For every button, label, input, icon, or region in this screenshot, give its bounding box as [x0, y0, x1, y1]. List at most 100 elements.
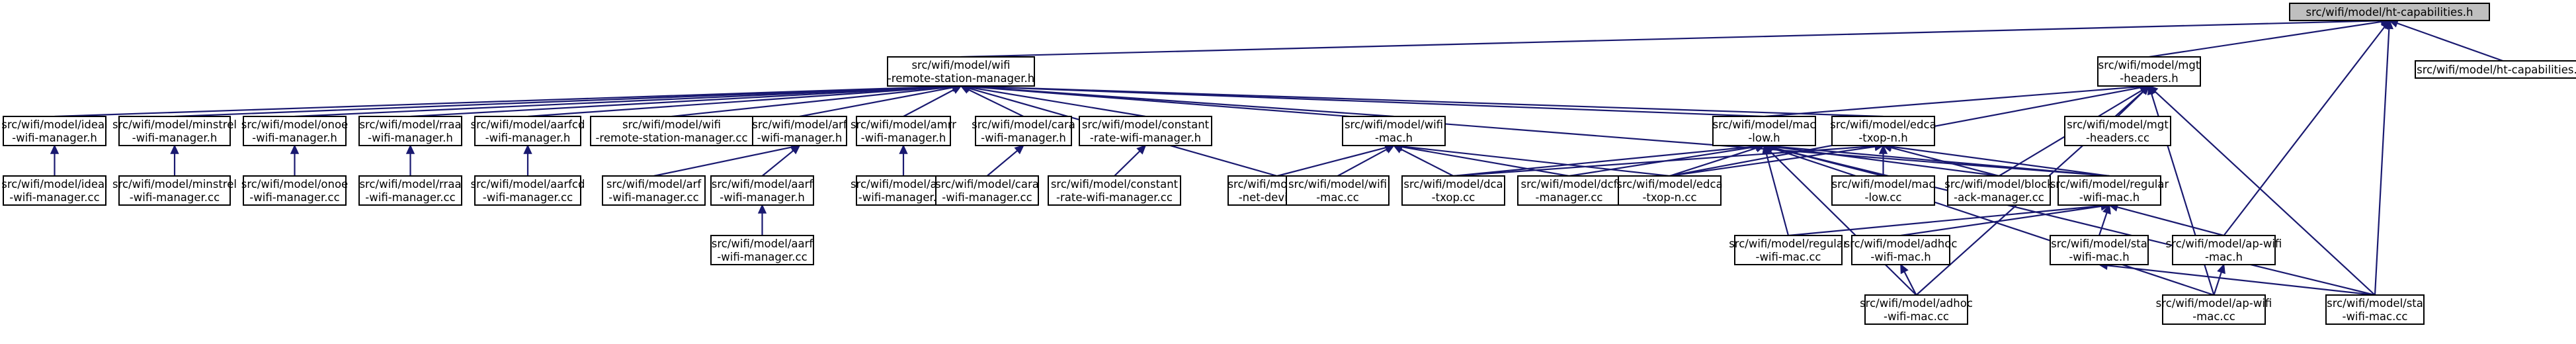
edge-line	[671, 86, 954, 118]
node-box	[2289, 3, 2490, 21]
edge-adhoccc-to-maclow	[1763, 144, 1917, 296]
node-edcah[interactable]: src/wifi/model/edca-txop-n.h	[1830, 116, 1936, 146]
node-rsmcc[interactable]: src/wifi/model/wifi-remote-station-manag…	[590, 116, 753, 146]
edge-minstrelcc-to-minstrel	[170, 144, 179, 176]
edge-aph-to-regular	[2108, 202, 2224, 237]
node-box	[1712, 116, 1816, 146]
node-label-line: src/wifi/model/amrr	[851, 118, 956, 131]
node-adhoch[interactable]: src/wifi/model/adhoc-wifi-mac.h	[1845, 235, 1958, 265]
node-label-line: -wifi-mac.cc	[1884, 310, 1949, 323]
edge-line	[1401, 146, 1569, 177]
arrowhead	[2140, 85, 2150, 95]
node-block[interactable]: src/wifi/model/block-ack-manager.cc	[1944, 175, 2054, 206]
node-label-line: -txop-n.cc	[1642, 191, 1696, 204]
node-maclowcc[interactable]: src/wifi/model/mac-low.cc	[1831, 175, 1935, 206]
node-rsm[interactable]: src/wifi/model/wifi-remote-station-manag…	[887, 56, 1035, 87]
edge-arfcc-to-arf	[653, 143, 801, 177]
node-box	[1401, 175, 1505, 206]
arrowhead	[790, 144, 801, 155]
node-aph[interactable]: src/wifi/model/ap-wifi-mac.h	[2166, 235, 2282, 265]
node-wifimaccc[interactable]: src/wifi/model/wifi-mac.cc	[1286, 175, 1390, 206]
node-box	[2162, 294, 2266, 325]
edge-aarfh-to-arf	[761, 144, 801, 177]
node-minstrel[interactable]: src/wifi/model/minstrel-wifi-manager.h	[112, 116, 237, 146]
arrowhead	[523, 144, 532, 154]
node-caracc[interactable]: src/wifi/model/cara-wifi-manager.cc	[935, 175, 1039, 206]
node-rraacc[interactable]: src/wifi/model/rraa-wifi-manager.cc	[358, 175, 462, 206]
node-stacc[interactable]: src/wifi/model/sta-wifi-mac.cc	[2325, 294, 2425, 325]
node-cara[interactable]: src/wifi/model/cara-wifi-manager.h	[972, 116, 1075, 146]
node-label-line: src/wifi/model/block	[1944, 178, 2054, 191]
node-label-line: src/wifi/model/edca	[1616, 178, 1722, 191]
node-apcc[interactable]: src/wifi/model/ap-wifi-mac.cc	[2156, 294, 2272, 325]
node-constant[interactable]: src/wifi/model/constant-rate-wifi-manage…	[1079, 116, 1212, 146]
node-label-line: -wifi-manager.cc	[942, 191, 1032, 204]
node-box	[856, 116, 951, 146]
node-label-line: -wifi-manager.h	[368, 132, 453, 144]
node-amrrcc[interactable]: src/wifi/model/amrr-wifi-manager.cc	[851, 175, 956, 206]
node-label-line: -wifi-manager.cc	[483, 191, 573, 204]
node-label-line: src/wifi/model/cara	[972, 118, 1075, 131]
node-rraa[interactable]: src/wifi/model/rraa-wifi-manager.h	[358, 116, 462, 146]
edge-stacc-to-mgt	[2148, 85, 2376, 296]
node-box	[752, 116, 847, 146]
edge-line	[1276, 146, 1387, 177]
node-box	[887, 56, 1035, 87]
arrowhead	[1384, 145, 1395, 153]
node-idealcc[interactable]: src/wifi/model/ideal-wifi-manager.cc	[1, 175, 108, 206]
edge-line	[761, 150, 794, 177]
edge-line	[2374, 28, 2390, 296]
node-ideal[interactable]: src/wifi/model/ideal-wifi-manager.h	[1, 116, 108, 146]
arrowhead	[1900, 263, 1909, 275]
arrowhead	[170, 144, 179, 154]
edge-dca-to-maclow	[1453, 142, 1766, 177]
node-arfcc[interactable]: src/wifi/model/arf-wifi-manager.cc	[602, 175, 706, 206]
node-aarfh[interactable]: src/wifi/model/aarf-wifi-manager.h	[710, 175, 814, 206]
node-mgtcc[interactable]: src/wifi/model/mgt-headers.cc	[2064, 116, 2171, 146]
node-arf[interactable]: src/wifi/model/arf-wifi-manager.h	[752, 116, 848, 146]
node-ht[interactable]: src/wifi/model/ht-capabilities.h	[2289, 3, 2490, 21]
node-regularcc[interactable]: src/wifi/model/regular-wifi-mac.cc	[1729, 235, 1848, 265]
node-label-line: -wifi-manager.h	[861, 132, 946, 144]
edge-stacc-to-stah	[2098, 261, 2376, 296]
node-onoe[interactable]: src/wifi/model/onoe-wifi-manager.h	[241, 116, 348, 146]
node-regular[interactable]: src/wifi/model/regular-wifi-mac.h	[2050, 175, 2169, 206]
node-dcf[interactable]: src/wifi/model/dcf-manager.cc	[1517, 175, 1621, 206]
node-htcc[interactable]: src/wifi/model/ht-capabilities.cc	[2415, 60, 2576, 79]
node-label-line: src/wifi/model/onoe	[241, 178, 348, 191]
node-mgt[interactable]: src/wifi/model/mgt-headers.h	[2097, 56, 2201, 87]
node-label-line: -rate-wifi-manager.cc	[1056, 191, 1173, 204]
node-label-line: -low.cc	[1864, 191, 1901, 204]
node-box	[1079, 116, 1212, 146]
node-dca[interactable]: src/wifi/model/dca-txop.cc	[1401, 175, 1505, 206]
edge-line	[1890, 146, 1999, 177]
node-aarfcd[interactable]: src/wifi/model/aarfcd-wifi-manager.h	[471, 116, 585, 146]
node-label-line: src/wifi/model/mac	[1713, 118, 1816, 131]
node-label-line: src/wifi/model/adhoc	[1860, 297, 1973, 310]
arrowhead	[757, 204, 767, 214]
node-wifimac[interactable]: src/wifi/model/wifi-mac.h	[1342, 116, 1446, 146]
node-aarfcc[interactable]: src/wifi/model/aarf-wifi-manager.cc	[710, 235, 814, 265]
node-edcacc[interactable]: src/wifi/model/edca-txop-n.cc	[1616, 175, 1723, 206]
node-constantcc[interactable]: src/wifi/model/constant-rate-wifi-manage…	[1048, 175, 1181, 206]
node-label-line: src/wifi/model/mac	[1832, 178, 1935, 191]
node-stah[interactable]: src/wifi/model/sta-wifi-mac.h	[2050, 235, 2149, 265]
node-adhoccc[interactable]: src/wifi/model/adhoc-wifi-mac.cc	[1860, 294, 1973, 325]
node-label-line: -wifi-manager.h	[485, 132, 571, 144]
arrowhead	[290, 144, 300, 154]
node-box	[2064, 116, 2171, 146]
node-box	[358, 116, 462, 146]
node-onoecc[interactable]: src/wifi/model/onoe-wifi-manager.cc	[241, 175, 348, 206]
nodes-layer: src/wifi/model/ht-capabilities.h src/wifi…	[1, 3, 2576, 325]
node-label-line: src/wifi/model/arf	[606, 178, 702, 191]
node-minstrelcc[interactable]: src/wifi/model/minstrel-wifi-manager.cc	[112, 175, 237, 206]
node-aarfcdcc[interactable]: src/wifi/model/aarfcd-wifi-manager.cc	[471, 175, 585, 206]
node-maclow[interactable]: src/wifi/model/mac-low.h	[1712, 116, 1816, 146]
edge-netdev-to-wifimac	[1276, 143, 1395, 177]
edge-line	[903, 89, 954, 117]
node-amrr[interactable]: src/wifi/model/amrr-wifi-manager.h	[851, 116, 956, 146]
edge-rraacc-to-rraa	[405, 144, 415, 176]
edge-line	[1900, 205, 2102, 237]
node-label-line: -rate-wifi-manager.h	[1090, 132, 1201, 144]
node-box	[1831, 175, 1935, 206]
